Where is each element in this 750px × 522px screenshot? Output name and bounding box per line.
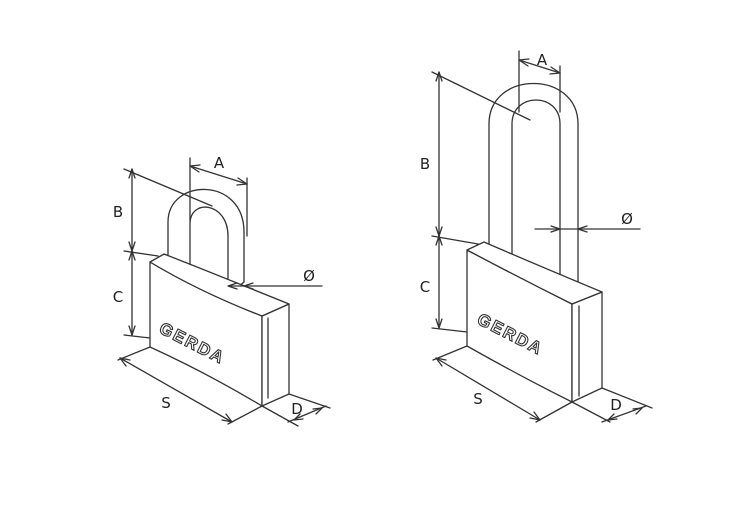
- label-a-long: A: [537, 51, 548, 69]
- label-d-long: D: [610, 396, 622, 414]
- padlock-standard: GERDA A B C Ø: [113, 154, 331, 427]
- dimension-b-c-long: [431, 71, 531, 333]
- label-b-standard: B: [113, 203, 123, 221]
- padlock-long: GERDA A B C Ø: [420, 50, 653, 423]
- dimension-s-standard: [117, 346, 263, 425]
- dimension-diameter-long: [534, 225, 641, 233]
- label-s-long: S: [473, 390, 483, 408]
- dimension-diameter-standard: [227, 282, 323, 290]
- label-b-long: B: [420, 155, 430, 173]
- dimension-d-standard: [261, 393, 331, 427]
- dimension-a-long: [518, 50, 561, 113]
- label-diameter-standard: Ø: [303, 267, 315, 285]
- label-c-long: C: [420, 278, 430, 296]
- dimension-s-long: [432, 345, 573, 423]
- dimension-b-c-standard: [123, 168, 213, 339]
- dimension-a-standard: [189, 157, 248, 237]
- label-s-standard: S: [161, 394, 171, 412]
- lock-body-standard: [149, 253, 290, 407]
- label-d-standard: D: [291, 400, 303, 418]
- label-c-standard: C: [113, 288, 123, 306]
- dimension-d-long: [571, 387, 653, 423]
- label-diameter-long: Ø: [621, 210, 633, 228]
- label-a-standard: A: [214, 154, 225, 172]
